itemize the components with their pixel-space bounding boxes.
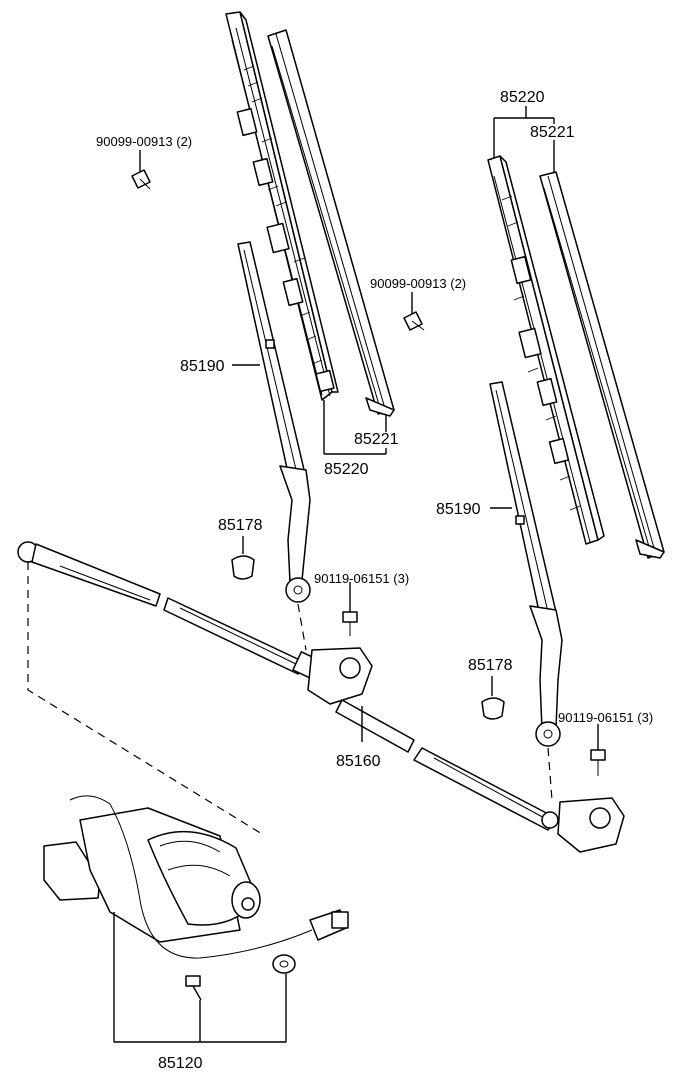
label-insert-left: 85221 xyxy=(354,431,399,448)
label-blade-left: 85220 xyxy=(324,461,369,478)
left-wiper-blade xyxy=(225,11,339,401)
wiper-linkage xyxy=(17,541,625,853)
motor-bolt xyxy=(185,975,202,1001)
right-wiper-blade xyxy=(487,155,605,545)
label-cap-right: 85178 xyxy=(468,657,513,674)
nut-left xyxy=(342,582,358,636)
label-insert-right-top: 85221 xyxy=(530,124,575,141)
left-blade-insert xyxy=(267,29,395,417)
screw-right-mid xyxy=(403,292,425,331)
label-nut-right: 90119-06151 (3) xyxy=(558,710,653,725)
left-wiper-arm xyxy=(237,241,311,603)
cap-left xyxy=(231,536,255,580)
alignment-line-pivot-left xyxy=(297,603,307,651)
label-screw-right-mid: 90099-00913 (2) xyxy=(370,276,466,291)
cap-right xyxy=(481,676,505,720)
label-screw-left-top: 90099-00913 (2) xyxy=(96,134,192,149)
label-blade-right-top: 85220 xyxy=(500,89,545,106)
right-blade-insert xyxy=(539,171,665,559)
nut-right xyxy=(590,724,606,776)
label-link-rod: 85160 xyxy=(336,753,381,770)
wiper-motor xyxy=(43,795,349,959)
label-arm-left: 85190 xyxy=(180,358,225,375)
right-wiper-arm xyxy=(489,381,563,747)
alignment-line-pivot-right xyxy=(547,747,553,801)
leader-lines xyxy=(113,106,555,1043)
label-cap-left: 85178 xyxy=(218,517,263,534)
screw-left-top xyxy=(131,150,151,190)
alignment-line-left xyxy=(27,562,263,835)
label-motor: 85120 xyxy=(158,1055,203,1072)
motor-grommet xyxy=(272,954,296,974)
label-nut-left: 90119-06151 (3) xyxy=(314,571,409,586)
label-arm-right: 85190 xyxy=(436,501,481,518)
